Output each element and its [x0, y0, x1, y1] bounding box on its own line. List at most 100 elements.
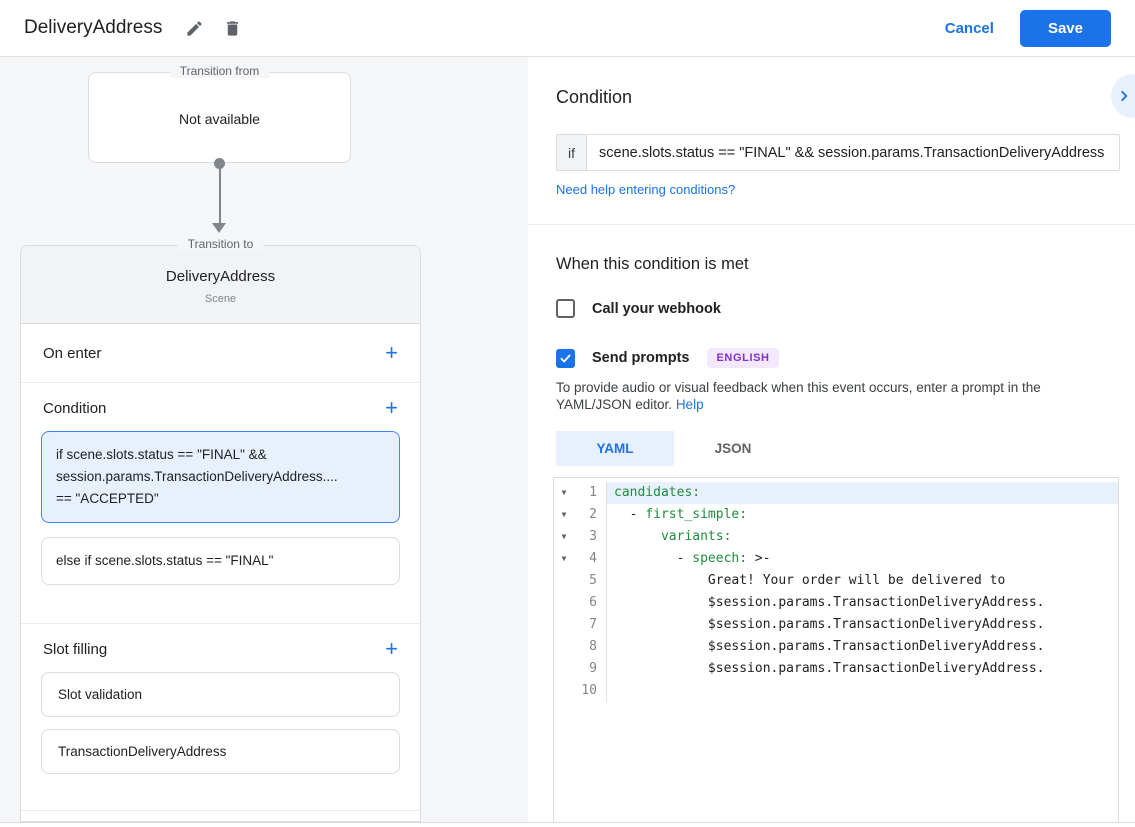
prompts-description: To provide audio or visual feedback when… [556, 379, 1112, 413]
code-text[interactable]: - first_simple: [607, 504, 1118, 526]
yaml-key-token: variants: [660, 529, 732, 544]
add-on-enter-icon[interactable]: + [385, 340, 398, 365]
fold-gutter [554, 680, 574, 702]
fold-gutter [554, 614, 574, 636]
line-number: 6 [574, 592, 607, 614]
line-number: 10 [574, 680, 607, 702]
trash-icon [226, 20, 238, 36]
code-line[interactable]: ▼ 1 candidates: [554, 482, 1118, 504]
fold-toggle-icon[interactable]: ▼ [561, 554, 567, 563]
panel-divider [528, 224, 1135, 225]
scene-card-header: DeliveryAddress Scene [21, 246, 420, 324]
tab-json[interactable]: JSON [714, 441, 752, 456]
line-number: 9 [574, 658, 607, 680]
code-line[interactable]: ▼ 4 - speech: >- [554, 548, 1118, 570]
code-line[interactable]: 7 $session.params.TransactionDeliveryAdd… [554, 614, 1118, 636]
top-bar: DeliveryAddress Cancel Save [0, 0, 1135, 57]
condition-item[interactable]: else if scene.slots.status == "FINAL" [41, 537, 400, 585]
custom-intent-section[interactable]: Custom intent handling + [21, 811, 420, 827]
yaml-text-token: $session.params.TransactionDeliveryAddre… [614, 595, 1045, 610]
slot-item[interactable]: Slot validation [41, 672, 400, 717]
connector-dot [214, 158, 225, 169]
yaml-key-token: candidates: [614, 485, 701, 500]
if-prefix-label: if [557, 135, 587, 170]
code-text[interactable]: - speech: >- [607, 548, 1118, 570]
yaml-text-token: - [614, 507, 646, 522]
call-webhook-checkbox[interactable] [556, 299, 575, 318]
code-line[interactable]: 9 $session.params.TransactionDeliveryAdd… [554, 658, 1118, 680]
prompts-help-link[interactable]: Help [675, 397, 704, 412]
condition-list: if scene.slots.status == "FINAL" && sess… [21, 431, 420, 585]
yaml-text-token: - [614, 551, 693, 566]
connector-arrowhead-icon [212, 223, 226, 233]
scene-name: DeliveryAddress [165, 268, 276, 285]
code-line[interactable]: 8 $session.params.TransactionDeliveryAdd… [554, 636, 1118, 658]
code-line[interactable]: 6 $session.params.TransactionDeliveryAdd… [554, 592, 1118, 614]
bottom-strip [0, 822, 1135, 827]
send-prompts-checkbox[interactable] [556, 348, 575, 368]
add-condition-icon[interactable]: + [385, 395, 398, 420]
condition-expression-field[interactable]: if scene.slots.status == "FINAL" && sess… [556, 134, 1120, 171]
code-text[interactable]: Great! Your order will be delivered to [607, 570, 1118, 592]
call-webhook-label: Call your webhook [592, 300, 721, 317]
line-number: 7 [574, 614, 607, 636]
line-number: 2 [574, 504, 607, 526]
pencil-icon [187, 20, 202, 36]
delete-scene-button[interactable] [220, 16, 244, 40]
yaml-text-token [614, 529, 661, 544]
check-icon [560, 354, 571, 362]
fold-gutter [554, 592, 574, 614]
prompts-description-text: To provide audio or visual feedback when… [556, 380, 1041, 412]
code-text[interactable] [607, 680, 1118, 702]
transition-from-value: Not available [179, 111, 260, 127]
yaml-key-token: first_simple: [645, 507, 748, 522]
edit-title-button[interactable] [182, 16, 206, 40]
code-text[interactable]: $session.params.TransactionDeliveryAddre… [607, 614, 1118, 636]
code-line[interactable]: ▼ 2 - first_simple: [554, 504, 1118, 526]
on-enter-label: On enter [43, 344, 102, 362]
line-number: 8 [574, 636, 607, 658]
code-text[interactable]: candidates: [607, 482, 1118, 504]
fold-gutter [554, 570, 574, 592]
fold-toggle-icon[interactable]: ▼ [561, 510, 567, 519]
fold-toggle-icon[interactable]: ▼ [561, 532, 567, 541]
slot-item[interactable]: TransactionDeliveryAddress [41, 729, 400, 774]
yaml-key-token: speech: [692, 551, 748, 566]
chevron-right-icon [1121, 90, 1128, 102]
condition-heading: Condition [556, 87, 633, 107]
transition-from-legend: Transition from [169, 64, 270, 78]
on-enter-section[interactable]: On enter + [21, 324, 420, 383]
slot-filling-label: Slot filling [43, 640, 108, 658]
code-line[interactable]: ▼3 variants: [554, 526, 1118, 548]
fold-gutter [554, 658, 574, 680]
scene-flow-panel: Transition from Not available Transition… [0, 57, 528, 822]
code-text[interactable]: variants: [607, 526, 1118, 548]
cancel-button[interactable]: Cancel [944, 19, 994, 37]
page-title: DeliveryAddress [24, 17, 163, 38]
language-badge: ENGLISH [707, 348, 779, 368]
fold-toggle-icon[interactable]: ▼ [561, 488, 567, 497]
transition-from-box: Transition from Not available [88, 64, 351, 163]
condition-expression-value[interactable]: scene.slots.status == "FINAL" && session… [599, 144, 1105, 161]
yaml-text-token: >- [747, 551, 771, 566]
scene-type-label: Scene [204, 293, 237, 305]
code-line[interactable]: 5 Great! Your order will be delivered to [554, 570, 1118, 592]
tab-yaml[interactable]: YAML [556, 431, 674, 466]
collapse-panel-button[interactable] [1111, 74, 1135, 118]
conditions-help-link[interactable]: Need help entering conditions? [556, 182, 736, 197]
line-number: 1 [574, 482, 607, 504]
fold-gutter [554, 636, 574, 658]
line-number: 4 [574, 548, 607, 570]
code-line[interactable]: 10 [554, 680, 1118, 702]
connector-line [218, 165, 221, 223]
code-text[interactable]: $session.params.TransactionDeliveryAddre… [607, 658, 1118, 680]
code-text[interactable]: $session.params.TransactionDeliveryAddre… [607, 636, 1118, 658]
send-prompts-label: Send prompts [592, 350, 690, 366]
code-text[interactable]: $session.params.TransactionDeliveryAddre… [607, 592, 1118, 614]
save-button[interactable]: Save [1019, 9, 1111, 47]
add-slot-icon[interactable]: + [385, 636, 398, 661]
condition-item[interactable]: if scene.slots.status == "FINAL" && sess… [41, 431, 400, 523]
condition-section-label: Condition [43, 399, 107, 417]
